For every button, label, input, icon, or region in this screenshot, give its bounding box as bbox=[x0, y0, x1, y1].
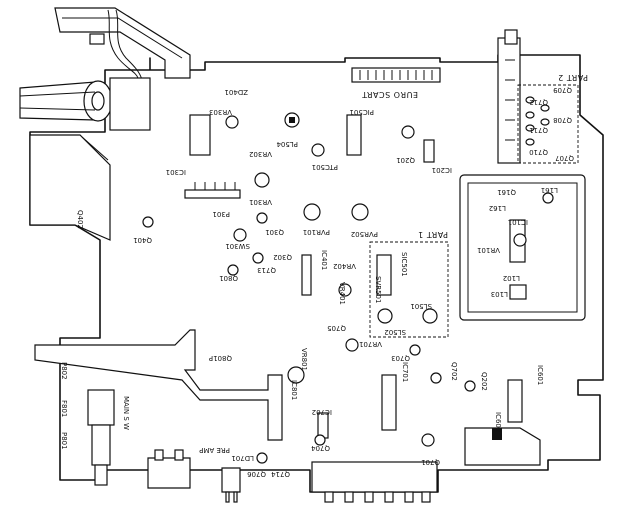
label-sic501: SIC501 bbox=[400, 252, 408, 277]
label-ptc501: PTC501 bbox=[312, 163, 338, 171]
label-ld701: LD701 bbox=[231, 454, 254, 462]
right-pillar bbox=[497, 29, 521, 164]
ld701-led bbox=[221, 467, 241, 503]
label-ic701: IC701 bbox=[401, 362, 409, 382]
board-outline bbox=[29, 54, 604, 493]
left-cylinder bbox=[19, 77, 151, 131]
label-vr301: VR301 bbox=[249, 198, 272, 206]
label-l103: L103 bbox=[491, 290, 508, 298]
label-q161: Q161 bbox=[497, 188, 516, 196]
top-left-bracket bbox=[54, 7, 191, 81]
label-q702: Q702 bbox=[450, 362, 458, 381]
label-vr101: VR101 bbox=[477, 246, 500, 254]
label-p802: P802 bbox=[60, 362, 68, 380]
p301-connector bbox=[184, 182, 241, 199]
label-sw301: SW301 bbox=[225, 242, 250, 250]
label-ic601: IC601 bbox=[536, 365, 544, 385]
label-euro-scart: EURO SCART bbox=[362, 90, 418, 99]
label-vr402: VR402 bbox=[333, 262, 356, 270]
label-ic702: IC702 bbox=[312, 408, 332, 416]
label-l161: L161 bbox=[541, 186, 558, 194]
label-q402: Q402 bbox=[76, 210, 84, 229]
label-q706: Q706 bbox=[247, 470, 266, 478]
label-ic301: IC301 bbox=[166, 168, 186, 176]
label-pvr502: PVR502 bbox=[351, 230, 378, 238]
label-q301: Q301 bbox=[265, 228, 284, 236]
label-ic201: IC201 bbox=[432, 166, 452, 174]
label-zd401: ZD401 bbox=[224, 88, 248, 96]
label-q713: Q713 bbox=[257, 266, 276, 274]
label-vr801: VR801 bbox=[300, 348, 308, 371]
label-q201: Q201 bbox=[396, 156, 415, 164]
label-vr302: VR302 bbox=[249, 150, 272, 158]
label-q707: Q707 bbox=[555, 154, 574, 162]
label-q701: Q701 bbox=[421, 458, 440, 466]
ic602-regulator bbox=[464, 427, 541, 466]
tuner-shield-box bbox=[459, 174, 586, 321]
label-vr401: VR401 bbox=[338, 282, 346, 305]
label-q704: Q704 bbox=[311, 444, 330, 452]
part2-transistors bbox=[525, 96, 550, 146]
label-q708: Q708 bbox=[553, 116, 572, 124]
main-switch bbox=[87, 389, 115, 486]
label-sl501: SL501 bbox=[410, 302, 432, 310]
label-q202: Q202 bbox=[480, 372, 488, 391]
label-q712: Q712 bbox=[529, 98, 548, 106]
part1-region bbox=[369, 241, 449, 338]
label-q703: Q703 bbox=[391, 354, 410, 362]
bottom-connector bbox=[311, 461, 438, 503]
label-ic101: IC101 bbox=[508, 218, 528, 226]
label-pre-amp: PRE AMP bbox=[199, 446, 230, 454]
label-q801: Q801 bbox=[219, 274, 238, 282]
left-panel bbox=[29, 134, 111, 241]
label-part2: PART 2 bbox=[558, 73, 588, 82]
label-l102: L102 bbox=[503, 274, 520, 282]
label-p801: P801 bbox=[60, 432, 68, 450]
label-q401: Q401 bbox=[133, 236, 152, 244]
label-ic801: IC801 bbox=[290, 380, 298, 400]
label-sl502: SL502 bbox=[384, 328, 406, 336]
label-pl504: PL504 bbox=[276, 140, 298, 148]
label-svr501: SVR501 bbox=[374, 276, 382, 303]
label-q714: Q714 bbox=[271, 470, 290, 478]
label-pvr101: PVR101 bbox=[303, 228, 330, 236]
label-part1: PART 1 bbox=[418, 230, 448, 239]
label-f801: F801 bbox=[60, 400, 68, 417]
label-q302: Q302 bbox=[273, 253, 292, 261]
label-ic602: IC602 bbox=[494, 412, 502, 432]
center-step-bracket bbox=[34, 329, 283, 441]
label-pic501: PIC501 bbox=[349, 108, 374, 116]
label-vr701: VR701 bbox=[359, 340, 382, 348]
label-p301: P301 bbox=[212, 210, 230, 218]
label-q709: Q709 bbox=[553, 86, 572, 94]
pre-amp-connector bbox=[147, 449, 191, 489]
label-q710: Q710 bbox=[529, 148, 548, 156]
label-q801p: Q801P bbox=[209, 354, 232, 362]
euro-scart-connector bbox=[351, 67, 441, 83]
label-q705: Q705 bbox=[327, 324, 346, 332]
label-l162: L162 bbox=[489, 204, 506, 212]
part2-region bbox=[517, 84, 579, 164]
label-ic401: IC401 bbox=[320, 250, 328, 270]
label-vr303: VR303 bbox=[209, 108, 232, 116]
label-main-sw: MAIN S W bbox=[122, 396, 130, 430]
trimmers bbox=[142, 112, 554, 464]
label-q711: Q711 bbox=[529, 126, 548, 134]
